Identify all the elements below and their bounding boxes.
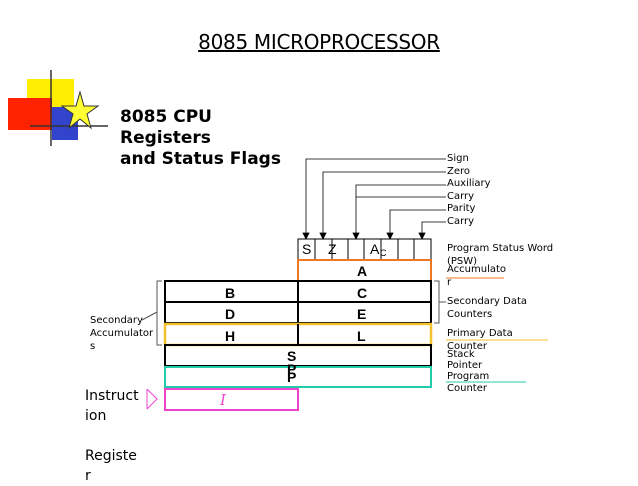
flag-descriptions: Sign Zero Auxiliary Carry Parity Carry — [447, 153, 491, 227]
flag-arrows — [302, 158, 446, 240]
reg-h: H — [225, 328, 236, 344]
flag-ac: A — [370, 241, 380, 257]
section-heading: 8085 CPU Registers and Status Flags — [120, 107, 281, 170]
reg-b: B — [225, 285, 236, 301]
flag-s: S — [302, 241, 312, 257]
reg-a: A — [357, 263, 368, 279]
reg-c: C — [357, 285, 368, 301]
flag-z: Z — [328, 241, 337, 257]
label-secondary-accumulators: Secondary Accumulator s — [90, 315, 154, 352]
heading-line-1: 8085 CPU — [120, 107, 212, 127]
label-stack-pointer: Stack Pointer — [447, 349, 483, 371]
instruction-box — [164, 388, 299, 411]
heading-line-2: Registers — [120, 128, 211, 148]
reg-pc: P — [287, 369, 297, 385]
label-psw: Program Status Word (PSW) — [447, 243, 554, 267]
pc-box — [164, 366, 432, 388]
reg-sp-p: P — [287, 361, 297, 377]
label-instruction-register: Instruct ion Registe r — [85, 388, 139, 484]
reg-d: D — [225, 306, 236, 322]
sp-box — [164, 344, 432, 367]
page-title: 8085 MICROPROCESSOR — [198, 30, 440, 54]
label-primary-data: Primary Data Counter — [447, 328, 513, 352]
reg-sp-s: S — [287, 348, 297, 364]
label-accumulator: Accumulato r — [447, 264, 507, 288]
flag-ac-sub: C — [380, 248, 387, 258]
reg-l: L — [357, 328, 366, 344]
heading-line-3: and Status Flags — [120, 149, 281, 169]
label-program-counter: Program Counter — [447, 371, 490, 394]
label-secondary-data: Secondary Data Counters — [447, 296, 528, 320]
reg-i: I — [220, 391, 226, 409]
reg-e: E — [357, 306, 367, 322]
flag-register — [297, 238, 432, 261]
